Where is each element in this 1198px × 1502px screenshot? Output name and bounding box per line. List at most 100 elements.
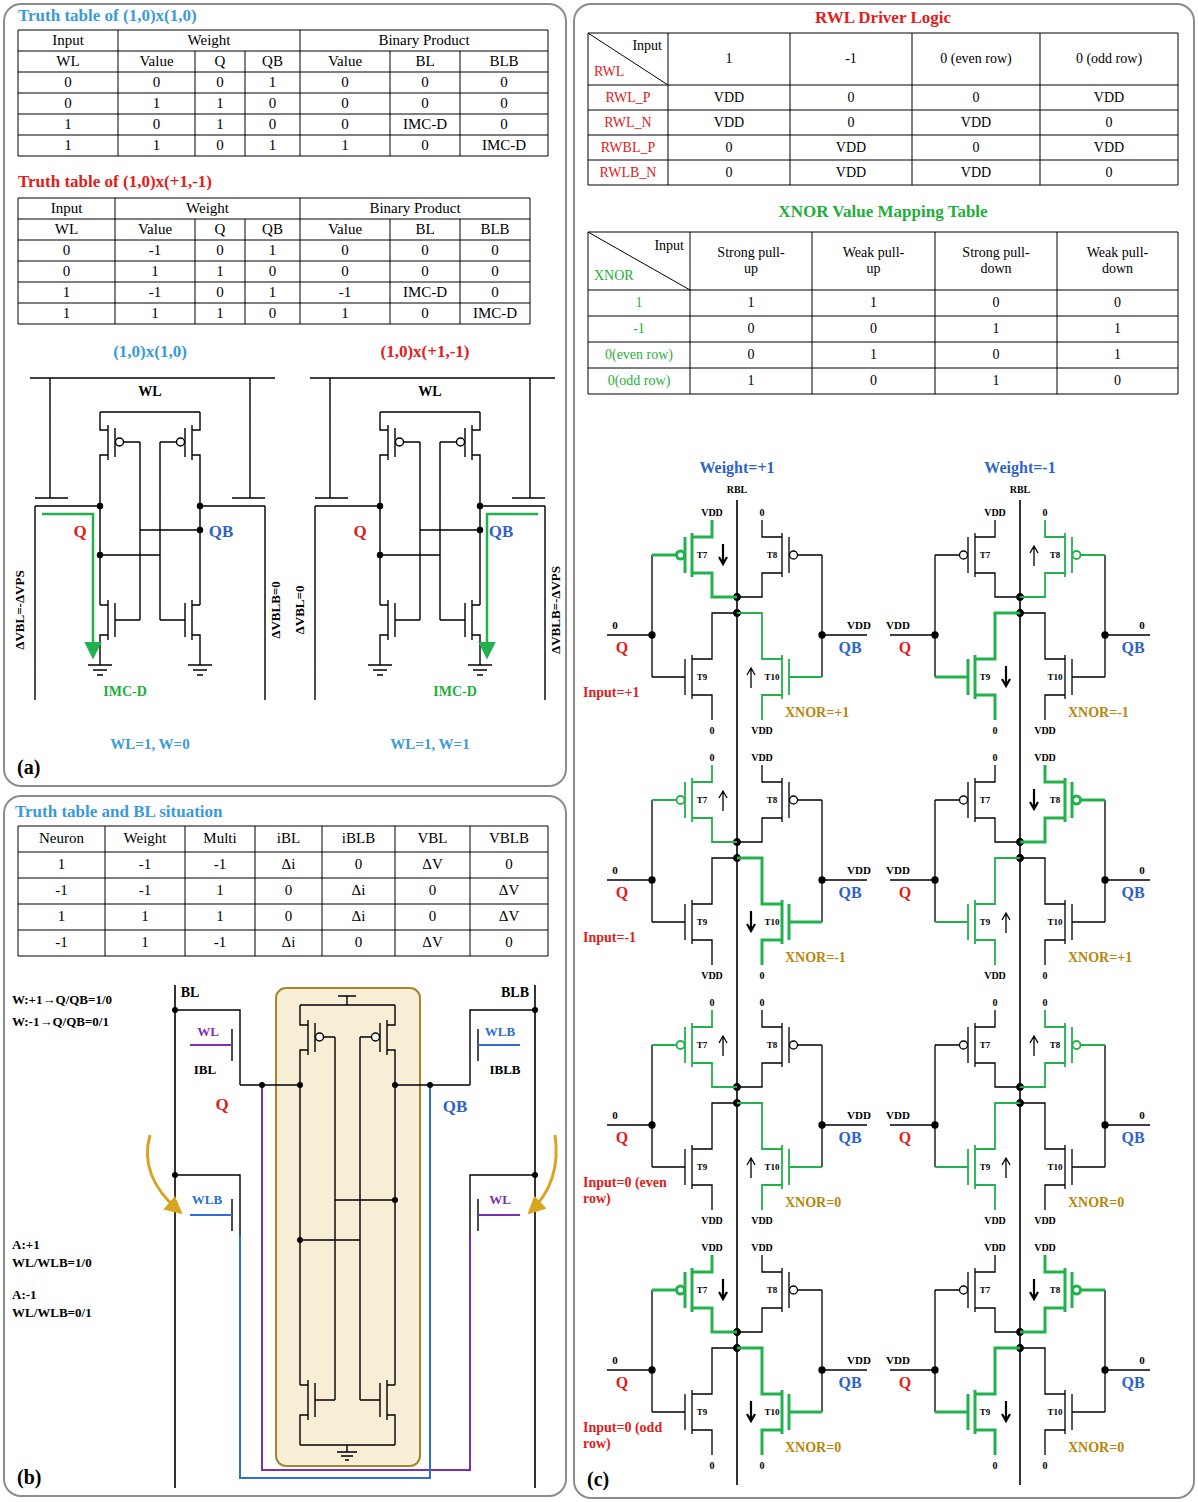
text-label: VDD [751,1242,773,1254]
text-label: 0 [1106,164,1113,180]
text-label: W:+1→Q/QB=1/0 [12,993,112,1008]
xnor-cells [1030,1279,1038,1299]
text-label: 0 [973,89,980,105]
text-label: VDD [847,1354,871,1367]
text-label: T10 [764,1407,779,1417]
text-label: 0 [500,95,508,112]
text-label: XNOR=0 [1068,1440,1124,1456]
text-label: VDD [836,164,866,180]
text-label: 0 [500,74,508,91]
text-label: T7 [697,1040,708,1050]
xnor-cells [1020,1348,1105,1455]
text-label: IMC-D [482,137,526,154]
text-label: Q [616,884,628,902]
text-label: Strong pull-up [714,245,788,277]
text-label: T9 [980,1162,991,1172]
text-label: 0 [285,882,293,899]
text-label: 0 [993,752,998,764]
text-label: VDD [961,114,991,130]
text-label: Weight [188,32,231,49]
text-label: -1 [339,284,352,301]
text-label: RWBL_P [601,139,655,155]
text-label: Value [138,221,172,238]
text-label: QB [1121,884,1144,902]
text-label: -1 [55,934,68,951]
xnor-cells [737,765,822,842]
text-label: 0 [993,295,1000,311]
text-label: VDD [714,114,744,130]
sram-schematic [42,514,93,656]
text-label: VDD [961,164,991,180]
bitline-schematic [316,1033,324,1041]
text-label: Weak pull-up [837,245,911,277]
text-label: ΔV [499,908,519,925]
xnor-cells [1002,1401,1010,1421]
text-label: 0 [269,116,277,133]
text-label: ΔVBL=-ΔVPS [13,570,28,649]
text-label: 0 [760,997,765,1009]
text-label: VDD [1094,89,1124,105]
text-label: IMC-D [403,116,447,133]
text-label: T8 [767,1285,778,1295]
xnor-cells [890,520,1150,720]
text-label: 0 [153,74,161,91]
text-label: IBL [194,1063,216,1078]
text-label: IBLB [489,1063,520,1078]
text-label: BL [415,221,434,238]
xnor-cells [1017,1045,1150,1167]
xnor-cells [1020,613,1105,720]
text-label: VDD [751,752,773,764]
text-label: WL [55,221,78,238]
xnor-cells [890,800,1023,922]
text-label: T8 [1050,550,1061,560]
text-label: Input [52,32,84,49]
text-label: 0 [973,139,980,155]
text-label: Input [51,200,83,217]
xnor-cells [890,1290,1023,1412]
xnor-cells [890,555,1023,677]
text-label: Weight [186,200,229,217]
xnor-cells [607,1290,740,1412]
xnor-cells [607,500,1150,1485]
text-label: W:-1→Q/QB=0/1 [12,1015,109,1030]
text-label: 1 [636,295,643,311]
text-label: Q [353,522,366,542]
text-label: ΔVBLB=-ΔVPS [549,566,564,654]
text-label: T7 [980,1285,991,1295]
xnor-cells [935,613,1020,720]
text-label: 0(even row) [605,347,673,363]
xnor-cells [719,544,727,564]
text-label: Input [654,238,684,254]
text-label: T7 [980,550,991,560]
text-label: T8 [767,1040,778,1050]
xnor-cells [1002,666,1010,686]
xnor-cells [1030,546,1038,566]
text-label: QB [1121,1129,1144,1147]
text-label: 0 [505,856,513,873]
xnor-cells [652,1255,737,1332]
text-label: 0 [870,321,877,337]
text-label: IMC-D [473,305,517,322]
xnor-cells [737,1348,822,1455]
xnor-cells [719,791,727,811]
text-label: 0 [1043,1460,1048,1472]
text-label: BL [415,53,434,70]
text-label: ΔVBL=0 [293,586,308,635]
text-label: Q [616,1129,628,1147]
text-label: 0 [216,242,224,259]
table-grid [588,232,1178,394]
text-label: VDD [751,725,773,737]
bitline-schematic [172,1172,178,1178]
xnor-cells [1017,1290,1150,1412]
text-label: T10 [764,917,779,927]
text-label: XNOR [594,268,634,284]
xnor-cells [1020,1103,1105,1210]
text-label: QB [262,53,283,70]
text-label: VDD [886,864,910,877]
text-label: VDD [1034,1215,1056,1227]
text-label: 0 [500,116,508,133]
text-label: Δi [282,934,296,951]
text-label: ΔV [499,882,519,899]
table-grid [18,826,548,956]
text-label: T8 [1050,1285,1061,1295]
